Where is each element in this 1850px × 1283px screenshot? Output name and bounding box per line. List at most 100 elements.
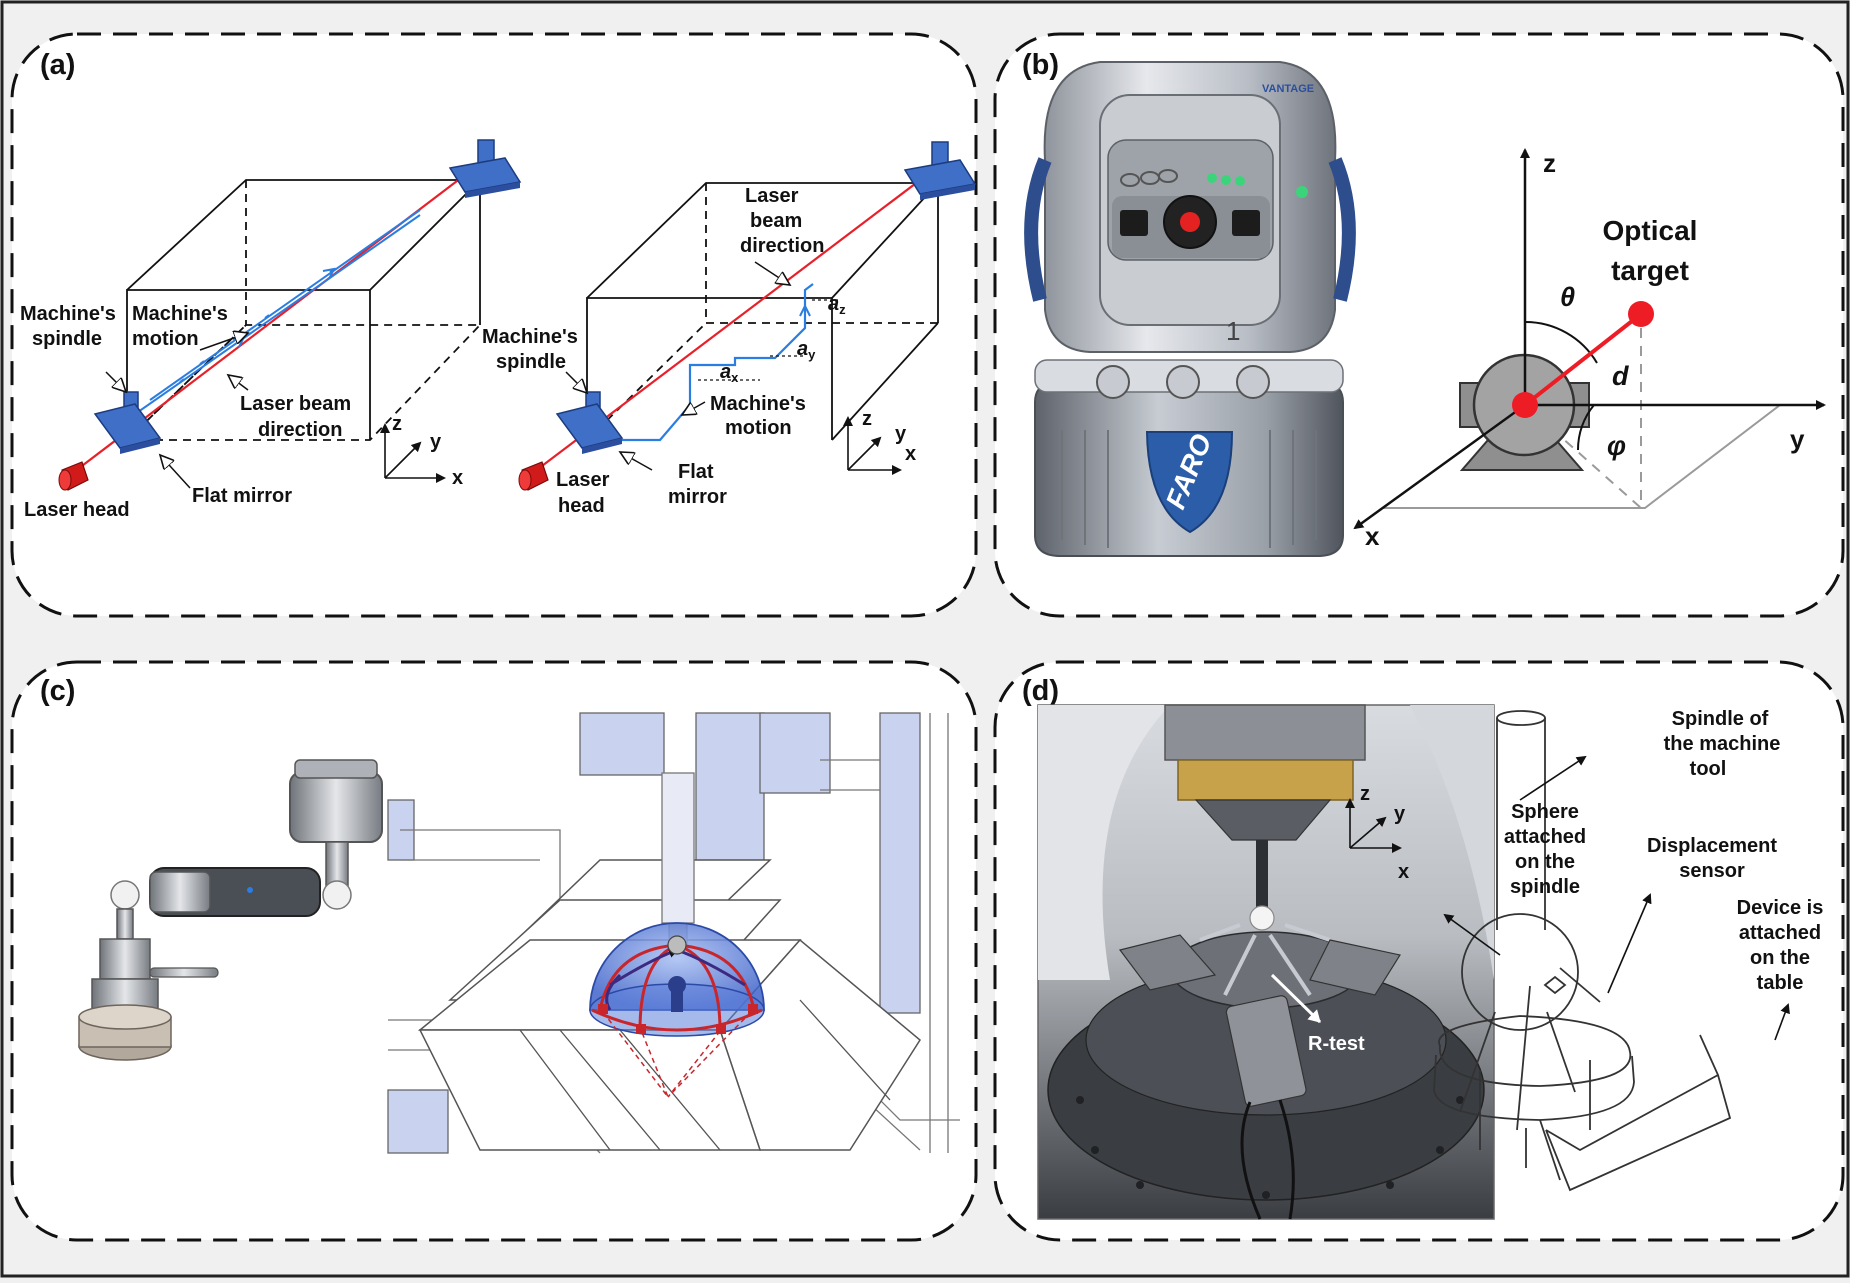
- spindle-pointer: [105, 371, 126, 392]
- r-box-top-right: [831, 182, 939, 299]
- device-label-l2: attached: [1739, 922, 1821, 944]
- sketch-sphere: [1461, 913, 1579, 1031]
- a-right-axis-y: y: [895, 423, 907, 445]
- photo-brass-ring: [1177, 759, 1354, 801]
- a-right-beam-l1: Laser: [745, 185, 799, 207]
- a-right-axes: [843, 416, 902, 475]
- ballbar-top-spindle: [289, 771, 383, 843]
- photo-table-holes: [1076, 1096, 1464, 1199]
- panel-b-tag: (b): [1022, 49, 1059, 81]
- phi-arc: [1576, 404, 1595, 451]
- sketch-legs: [1459, 967, 1601, 1131]
- sensor-label-l2: sensor: [1679, 860, 1745, 882]
- sketch-ring-top: [1438, 1015, 1632, 1087]
- r-laser-head: [518, 461, 549, 491]
- r-motion-arrows: [628, 306, 805, 441]
- r-box-top-back: [586, 182, 939, 323]
- rtest-pointer: [1270, 973, 1322, 1024]
- spindle-label-l2: the machine: [1664, 733, 1781, 755]
- photo-rtest-arms: [1199, 923, 1331, 997]
- a-left-spindle-l1: Machine's: [20, 303, 116, 325]
- b-axis-y: y: [1790, 424, 1805, 454]
- a-left-beam-l1: Laser beam: [240, 393, 351, 415]
- spherical-coordinate-diagram: z y x θ d φ Optical target: [1353, 148, 1826, 551]
- r-spindle-pointer: [565, 371, 587, 393]
- a-left-axis-z: z: [392, 413, 402, 435]
- ballbar-ball-bottom: [110, 880, 140, 910]
- box-top-back: [126, 179, 481, 325]
- ballbar-top-cap: [294, 759, 378, 779]
- motion-arrows-1: [199, 269, 334, 365]
- panel-a-left-diagram: Machine's spindle Machine's motion Laser…: [20, 139, 522, 521]
- ballbar-device: [78, 759, 383, 1061]
- sphere-label-l2: attached: [1504, 826, 1586, 848]
- sketch-probe: [1543, 975, 1567, 995]
- box-front-face: [126, 289, 371, 440]
- ballbar-led: [247, 887, 253, 893]
- device-label-l4: table: [1757, 972, 1804, 994]
- a-right-axis-z: z: [862, 408, 872, 430]
- sketch-spindle: [1496, 718, 1546, 930]
- rtest-sketch: Spindle of the machine tool Sphere attac…: [1433, 708, 1824, 1192]
- optical-target-dot: [1628, 301, 1654, 327]
- dome-center-post: [671, 990, 683, 1012]
- dome-center-ball: [668, 976, 686, 994]
- sphere-label-l3: on the: [1515, 851, 1575, 873]
- photo-spindle-taper: [1194, 799, 1332, 841]
- photo-tool: [1256, 840, 1268, 910]
- a-left-motion-l1: Machine's: [132, 303, 228, 325]
- phi-label: φ: [1607, 431, 1626, 461]
- r-mirror-pointer: [620, 452, 653, 471]
- sketch-spindle-top: [1496, 710, 1546, 726]
- tracker-model: VANTAGE: [1262, 83, 1314, 95]
- a-right-mirror-l2: mirror: [668, 486, 727, 508]
- panel-d-tag: (d): [1022, 675, 1059, 707]
- sketch-ring-side: [1433, 1054, 1635, 1121]
- dome-red-points: [598, 1004, 758, 1034]
- photo-left-wall: [1038, 705, 1170, 980]
- ballbar-holder: [99, 938, 151, 980]
- base-knob-2: [1166, 365, 1200, 399]
- ay-label: ay: [797, 338, 816, 362]
- panel-a-tag: (a): [40, 49, 75, 81]
- motion-line-2: [137, 214, 421, 413]
- spindle-label-l1: Spindle of: [1672, 708, 1769, 730]
- photo-spindle-head: [1164, 704, 1366, 761]
- sensor-left: [1120, 210, 1148, 236]
- laser-head: [58, 461, 89, 491]
- box-top-right-edge: [369, 179, 481, 291]
- head-blue-side-left: [1024, 157, 1052, 302]
- cad-column-blocks: [387, 712, 921, 1154]
- mirror-pointer: [160, 455, 191, 489]
- sphere-label-l1: Sphere: [1511, 801, 1579, 823]
- tracker-green-leds: [1207, 173, 1308, 198]
- motion-pointer: [199, 333, 248, 351]
- a-right-spindle-l2: spindle: [496, 351, 566, 373]
- sphere-label-l4: spindle: [1510, 876, 1580, 898]
- faro-shield: [1145, 431, 1234, 534]
- device-label-l1: Device is: [1737, 897, 1824, 919]
- head-blue-side-right: [1328, 157, 1356, 302]
- cad-table-slots: [519, 999, 891, 1151]
- dome-projection-cone: [602, 1011, 752, 1098]
- a-right-beam-l2: beam: [750, 210, 802, 232]
- d-axis-y: y: [1394, 803, 1406, 825]
- d-photo-axes: [1345, 798, 1402, 853]
- a-right-motion-l1: Machine's: [710, 393, 806, 415]
- base-knob-3: [1236, 365, 1270, 399]
- a-right-head-l2: head: [558, 495, 605, 517]
- sensor-right: [1232, 210, 1260, 236]
- a-left-axis-y: y: [430, 431, 442, 453]
- base-ridges: [1061, 430, 1317, 548]
- b-axis-x: x: [1365, 521, 1380, 551]
- ballbar-collar: [149, 871, 211, 913]
- b-axis-z: z: [1543, 148, 1556, 178]
- r-spindle-mirror: [555, 391, 624, 454]
- a-left-spindle-l2: spindle: [32, 328, 102, 350]
- photo-cables: [1240, 1099, 1295, 1220]
- a-left-motion-l2: motion: [132, 328, 199, 350]
- ballbar-ball-top: [322, 880, 352, 910]
- photo-sensor-left: [1118, 934, 1217, 991]
- d-axis-z: z: [1360, 783, 1370, 805]
